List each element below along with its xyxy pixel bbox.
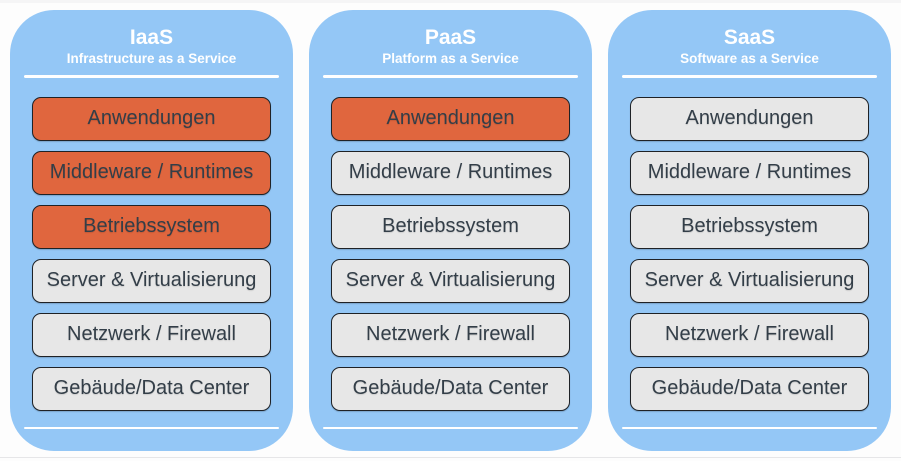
layer-stack: Anwendungen Middleware / Runtimes Betrie… [331,96,570,411]
layer-box-netzwerk-firewall: Netzwerk / Firewall [331,312,570,357]
layer-box-middleware-runtimes: Middleware / Runtimes [331,150,570,195]
layer-box-middleware-runtimes: Middleware / Runtimes [32,150,271,195]
column-title: SaaS [723,26,776,49]
layer-stack: Anwendungen Middleware / Runtimes Betrie… [32,96,271,411]
footer-divider [323,426,578,429]
layer-box-server-virtualisierung: Server & Virtualisierung [331,258,570,303]
diagram-canvas: IaaS Infrastructure as a Service Anwendu… [10,10,891,451]
layer-box-betriebssystem: Betriebssystem [32,204,271,249]
column-title: PaaS [424,26,477,49]
column-paas: PaaS Platform as a Service Anwendungen M… [309,10,592,451]
column-subtitle: Infrastructure as a Service [66,51,237,66]
layer-box-server-virtualisierung: Server & Virtualisierung [630,258,869,303]
layer-box-gebaeude-data-center: Gebäude/Data Center [630,366,869,411]
header-divider [622,75,877,78]
layer-box-netzwerk-firewall: Netzwerk / Firewall [32,312,271,357]
header-divider [24,75,279,78]
layer-box-gebaeude-data-center: Gebäude/Data Center [331,366,570,411]
layer-box-netzwerk-firewall: Netzwerk / Firewall [630,312,869,357]
layer-box-anwendungen: Anwendungen [331,96,570,141]
layer-stack: Anwendungen Middleware / Runtimes Betrie… [630,96,869,411]
footer-divider [622,426,877,429]
layer-box-server-virtualisierung: Server & Virtualisierung [32,258,271,303]
layer-box-anwendungen: Anwendungen [32,96,271,141]
column-iaas: IaaS Infrastructure as a Service Anwendu… [10,10,293,451]
footer-divider [24,426,279,429]
column-saas: SaaS Software as a Service Anwendungen M… [608,10,891,451]
layer-box-betriebssystem: Betriebssystem [630,204,869,249]
layer-box-anwendungen: Anwendungen [630,96,869,141]
layer-box-betriebssystem: Betriebssystem [331,204,570,249]
top-edge-strip [0,0,901,3]
layer-box-middleware-runtimes: Middleware / Runtimes [630,150,869,195]
header-divider [323,75,578,78]
column-subtitle: Platform as a Service [382,51,519,66]
column-title: IaaS [129,26,174,49]
bottom-edge-line [0,457,901,458]
layer-box-gebaeude-data-center: Gebäude/Data Center [32,366,271,411]
column-subtitle: Software as a Service [680,51,819,66]
